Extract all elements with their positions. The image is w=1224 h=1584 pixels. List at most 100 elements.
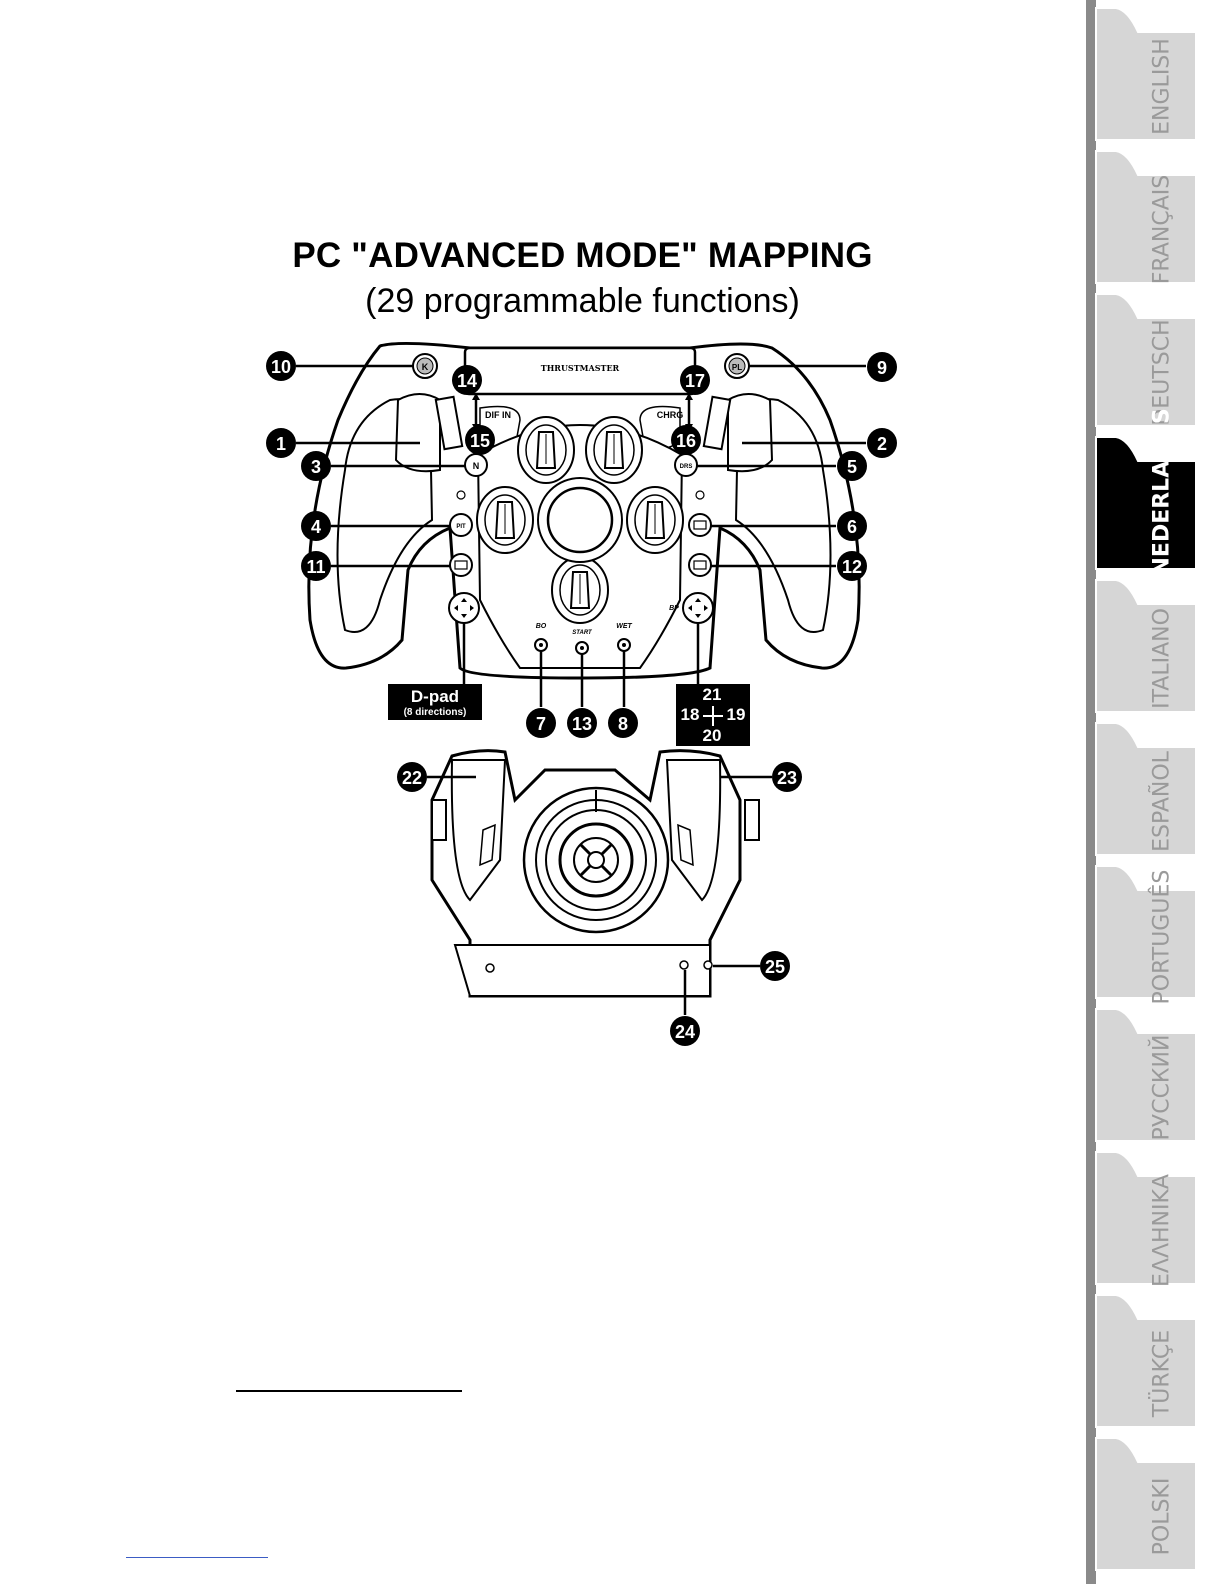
svg-text:(8 directions): (8 directions) [404, 707, 467, 718]
svg-text:22: 22 [402, 768, 422, 788]
callout-5: 5 [837, 451, 867, 481]
callout-9: 9 [867, 352, 897, 382]
callout-17: 17 [680, 365, 710, 395]
dpad-right[interactable] [683, 593, 713, 623]
svg-text:15: 15 [470, 431, 490, 451]
svg-text:16: 16 [676, 431, 696, 451]
language-tab-10[interactable]: POLSKI [1150, 1457, 1175, 1577]
svg-text:17: 17 [685, 371, 705, 391]
callout-1: 1 [266, 428, 296, 458]
dif-in-label: DIF IN [485, 410, 511, 420]
k-button[interactable]: K [413, 354, 437, 378]
wheel-front: THRUSTMASTER K PL N [309, 343, 859, 678]
language-tab-8[interactable]: ΕΛΛΗΝΙΚΑ [1150, 1171, 1175, 1291]
n-button-label: N [473, 461, 480, 471]
svg-text:5: 5 [847, 457, 857, 477]
callout-12: 12 [837, 551, 867, 581]
brand-logo: THRUSTMASTER [541, 363, 620, 373]
svg-text:6: 6 [847, 517, 857, 537]
callout-23: 23 [772, 762, 802, 792]
callout-11: 11 [301, 551, 331, 581]
tab-shape-2[interactable] [1096, 294, 1196, 426]
n-button[interactable]: N [465, 454, 487, 476]
svg-text:1: 1 [276, 434, 286, 454]
callout-13: 13 [567, 708, 597, 738]
dpad-label-box: D-pad (8 directions) [388, 684, 482, 720]
svg-text:4: 4 [311, 517, 321, 537]
language-tab-7[interactable]: РУССКИЙ [1150, 1028, 1175, 1148]
language-tab-4[interactable]: ITALIANO [1150, 599, 1175, 719]
language-tab-6[interactable]: PORTUGUÊS [1150, 885, 1175, 1005]
svg-text:20: 20 [703, 726, 722, 745]
svg-text:8: 8 [618, 714, 628, 734]
svg-text:25: 25 [765, 957, 785, 977]
drs-button[interactable]: DRS [675, 454, 697, 476]
pl-button-label: PL [732, 363, 742, 372]
callout-7: 7 [526, 708, 556, 738]
svg-text:13: 13 [572, 714, 592, 734]
callout-2: 2 [867, 428, 897, 458]
svg-text:21: 21 [703, 685, 722, 704]
svg-text:11: 11 [306, 557, 325, 577]
language-tab-1[interactable]: FRANÇAIS [1150, 170, 1175, 290]
view-button[interactable] [689, 554, 711, 576]
tab-shape-1[interactable] [1096, 151, 1196, 283]
svg-text:7: 7 [536, 714, 546, 734]
bo-label: BO [536, 623, 547, 630]
hat-label-box: 21 18 19 20 [676, 684, 750, 746]
callout-4: 4 [301, 511, 331, 541]
svg-text:24: 24 [675, 1022, 695, 1042]
bo-switch[interactable] [535, 639, 547, 651]
wheel-diagram: THRUSTMASTER K PL N [0, 0, 1080, 1584]
callout-24: 24 [670, 1016, 700, 1046]
callout-10: 10 [266, 351, 296, 381]
language-tab-5[interactable]: ESPAÑOL [1150, 742, 1175, 862]
language-tab-3[interactable]: NEDERLANDS [1150, 456, 1175, 576]
svg-text:14: 14 [457, 371, 477, 391]
tab-shape-0[interactable] [1096, 8, 1196, 140]
tab-shape-7[interactable] [1096, 1009, 1196, 1141]
tab-shape-9[interactable] [1096, 1295, 1196, 1427]
tab-shape-10[interactable] [1096, 1438, 1196, 1570]
callout-8: 8 [608, 708, 638, 738]
svg-text:10: 10 [271, 357, 291, 377]
language-tab-9[interactable]: TÜRKÇE [1150, 1314, 1175, 1434]
tab-shape-8[interactable] [1096, 1152, 1196, 1284]
svg-text:2: 2 [877, 434, 887, 454]
wheel-rear [432, 751, 759, 996]
pit-button-label: PIT [456, 524, 466, 530]
start-label: START [572, 630, 593, 636]
wet-label: WET [616, 623, 632, 630]
svg-text:D-pad: D-pad [411, 687, 459, 706]
tab-shape-3[interactable] [1096, 437, 1196, 569]
pit-button[interactable]: PIT [450, 514, 472, 536]
svg-text:3: 3 [311, 457, 321, 477]
callout-16: 16 [671, 425, 701, 455]
callout-3: 3 [301, 451, 331, 481]
svg-text:18: 18 [681, 705, 700, 724]
footnote-separator [236, 1390, 462, 1392]
svg-text:9: 9 [877, 358, 887, 378]
callout-22: 22 [397, 762, 427, 792]
dpad-left[interactable] [449, 593, 479, 623]
svg-text:23: 23 [777, 768, 797, 788]
tab-shape-5[interactable] [1096, 723, 1196, 855]
link-underline [126, 1557, 268, 1558]
callout-6: 6 [837, 511, 867, 541]
menu-button[interactable] [450, 554, 472, 576]
svg-text:12: 12 [842, 557, 862, 577]
start-switch[interactable] [576, 642, 588, 654]
radio-button[interactable] [689, 514, 711, 536]
pl-button[interactable]: PL [725, 354, 749, 378]
language-tab-0[interactable]: ENGLISH [1150, 27, 1175, 147]
drs-button-label: DRS [680, 464, 693, 470]
bp-label: BP [669, 605, 679, 612]
tab-shape-4[interactable] [1096, 580, 1196, 712]
chrg-label: CHRG [657, 410, 684, 420]
tab-shape-6[interactable] [1096, 866, 1196, 998]
callout-25: 25 [760, 951, 790, 981]
wet-switch[interactable] [618, 639, 630, 651]
svg-text:19: 19 [727, 705, 746, 724]
k-button-label: K [422, 362, 429, 372]
